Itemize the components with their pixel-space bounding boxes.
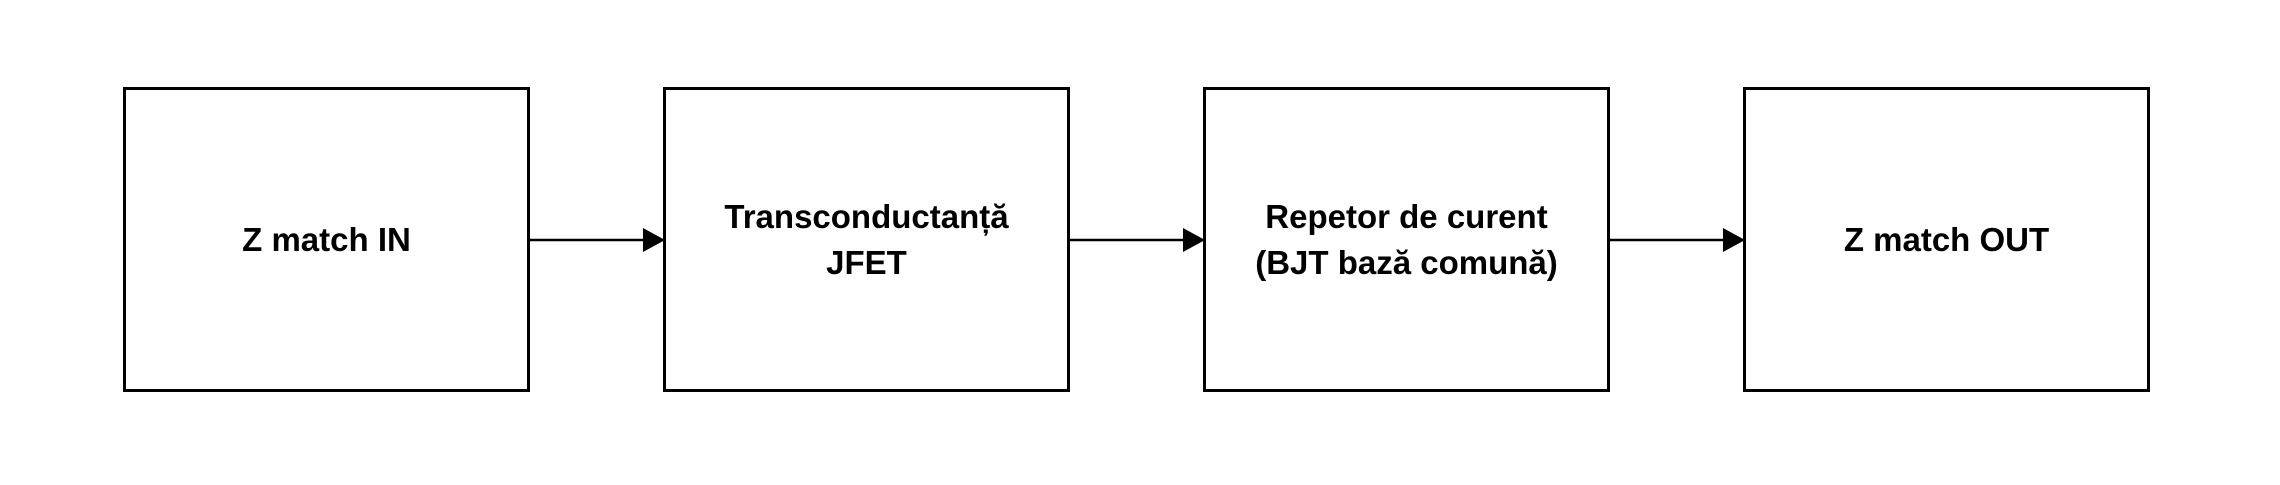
block-label-line: Z match OUT: [1843, 220, 2050, 258]
arrowhead-icon: [1723, 228, 1745, 252]
block-label: Z match OUT: [1844, 217, 2049, 263]
block-current-repeater: Repetor de curent (BJT bază comună): [1203, 87, 1610, 392]
block-label-line: Z match IN: [242, 220, 411, 258]
arrow-2-to-3: [1070, 228, 1205, 252]
arrow-1-to-2: [530, 228, 665, 252]
arrowhead-icon: [1183, 228, 1205, 252]
block-transconductance-jfet: Transconductanță JFET: [663, 87, 1070, 392]
block-z-match-in: Z match IN: [123, 87, 530, 392]
block-label: Transconductanță JFET: [724, 194, 1008, 286]
block-label: Repetor de curent (BJT bază comună): [1255, 194, 1558, 286]
block-label-line: JFET: [826, 243, 907, 281]
block-label-line: (BJT bază comună): [1255, 243, 1558, 281]
block-label-line: Transconductanță: [724, 197, 1009, 235]
arrow-3-to-4: [1610, 228, 1745, 252]
arrowhead-icon: [643, 228, 665, 252]
block-label-line: Repetor de curent: [1265, 197, 1548, 235]
block-z-match-out: Z match OUT: [1743, 87, 2150, 392]
block-label: Z match IN: [242, 217, 411, 263]
